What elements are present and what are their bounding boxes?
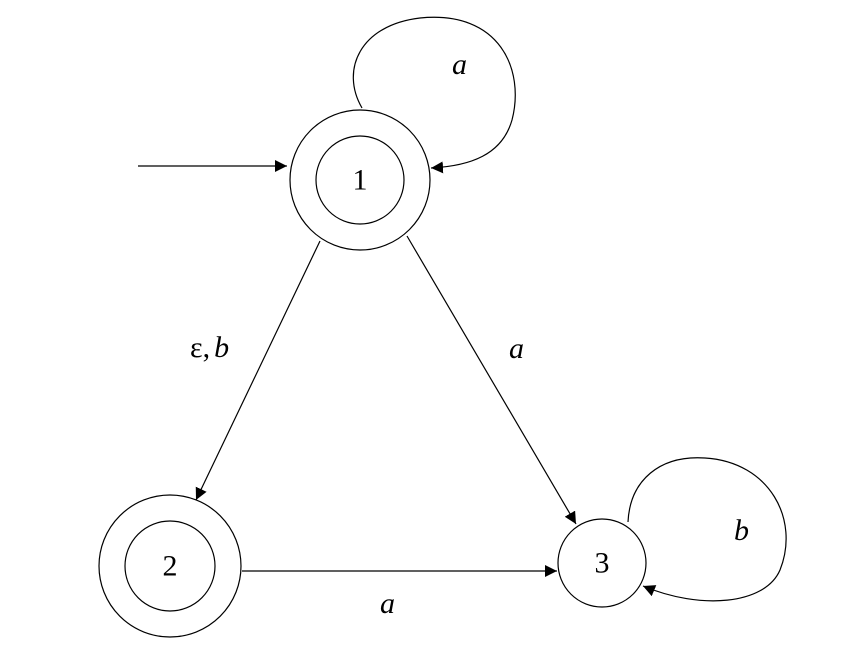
state-2-label: 2: [163, 550, 178, 583]
state-2: 2: [98, 494, 242, 638]
edge-label-3-3: b: [734, 514, 749, 547]
state-3-label: 3: [595, 547, 610, 580]
edge-label-2-3: a: [380, 587, 395, 620]
edge-label-1-3: a: [509, 332, 524, 365]
epsilon-symbol: ε,: [190, 331, 210, 364]
state-3-circle: [557, 518, 647, 608]
edge-label-1-1: a: [452, 48, 467, 81]
edge-label-1-2: ε,b: [190, 331, 229, 364]
edge-3-3: [627, 457, 787, 602]
state-1-inner-ring: [315, 135, 405, 225]
edge-1-3: [406, 235, 577, 525]
edge-1-2: [195, 240, 321, 501]
state-3: 3: [557, 518, 647, 608]
state-2-inner-ring: [124, 520, 216, 612]
edge-label-1-2-symbol: b: [214, 331, 229, 364]
state-1: 1: [289, 109, 431, 251]
state-1-label: 1: [353, 164, 368, 197]
edge-1-1: [352, 16, 516, 174]
